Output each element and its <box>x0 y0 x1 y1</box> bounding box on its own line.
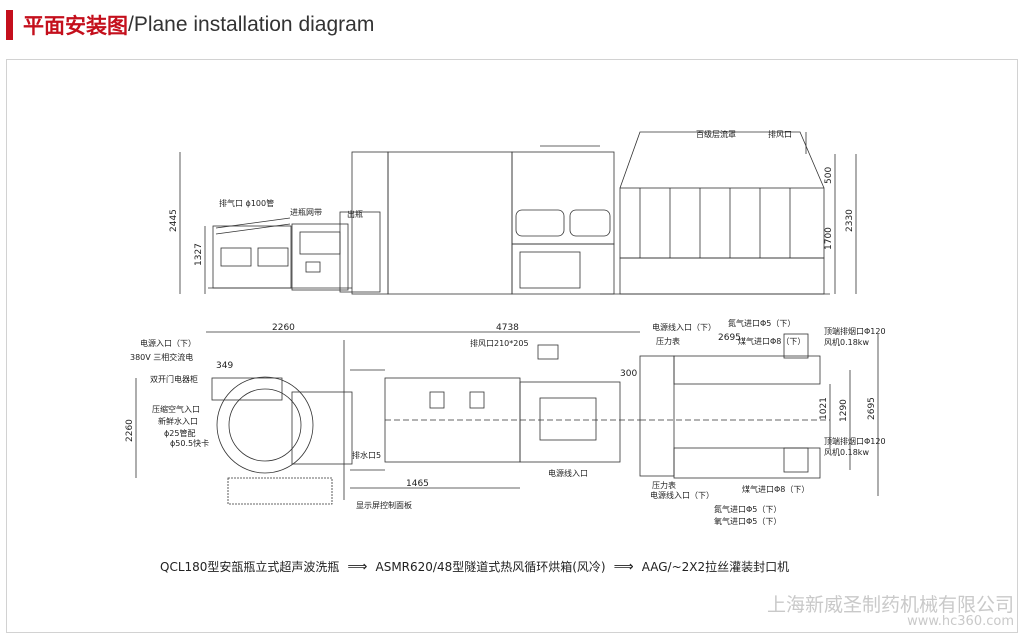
caption-arrow-icon: ⟹ <box>613 558 634 575</box>
label-power-in-r-bot: 电源线入口（下） <box>650 490 714 500</box>
label-power-in-left: 电源入口（下） <box>140 338 196 348</box>
watermark-url: www.hc360.com <box>907 614 1014 629</box>
label-n2-bot: 氮气进口Φ5（下） <box>714 504 781 514</box>
caption-machine-2: ASMR620/48型隧道式热风循环烘箱(风冷) <box>375 560 606 574</box>
label-laminar-hood: 百级层流罩 <box>696 129 736 139</box>
dim-w2260: 2260 <box>272 323 295 333</box>
dim-w2695: 2695 <box>718 333 741 343</box>
washer-turntable <box>216 376 314 474</box>
label-exhaust-pipe: 排气口 ϕ100管 <box>219 198 274 208</box>
washer-mid-window <box>299 231 341 255</box>
dim-w1465: 1465 <box>406 479 429 489</box>
oven-window-2 <box>569 209 611 237</box>
label-door-panel: 双开门电器柜 <box>150 374 198 384</box>
label-feed-mesh: 进瓶网带 <box>290 207 322 217</box>
washer-panel-2 <box>257 247 289 267</box>
dim-h1290: 1290 <box>839 399 849 422</box>
label-display: 显示屏控制面板 <box>356 500 412 510</box>
dim-h1021: 1021 <box>819 397 829 420</box>
elevation-view: 排气口 ϕ100管 进瓶网带 出瓶 百级层流罩 排风口 2445 1327 50… <box>169 129 857 295</box>
washer-top-block <box>211 377 283 401</box>
dim-1700: 1700 <box>824 227 834 250</box>
caption-machine-3: AAG/~2X2拉丝灌装封口机 <box>641 560 790 574</box>
oven-plan-chamber <box>539 397 597 441</box>
oven-window-1 <box>515 209 565 237</box>
page-title-cn: 平面安装图 <box>23 14 128 38</box>
label-fan-top: 风机0.18kw <box>824 337 869 347</box>
oven-tower-left <box>351 151 389 295</box>
label-top-exhaust-bot: 顶端排烟口Φ120 <box>824 436 886 446</box>
label-power-in-mid: 电源线入口 <box>548 468 588 478</box>
washer-body <box>212 225 292 289</box>
washer-feed-line <box>215 217 291 229</box>
washer-bottom-grid <box>227 477 333 505</box>
dim-h2260: 2260 <box>125 419 135 442</box>
label-coal-top: 煤气进口Φ8（下） <box>738 336 805 346</box>
filler-base <box>619 257 825 295</box>
dim-w349: 349 <box>216 361 233 371</box>
filler-cabinet <box>619 187 825 259</box>
dim-2445: 2445 <box>169 209 179 232</box>
label-air-in: 压缩空气入口 <box>152 404 200 414</box>
label-pressure-top: 压力表 <box>656 336 680 346</box>
page-title-en: /Plane installation diagram <box>128 13 375 36</box>
header-accent-bar <box>6 10 13 40</box>
label-fan-bot: 风机0.18kw <box>824 447 869 457</box>
label-pressure-bot: 压力表 <box>652 480 676 490</box>
page-header: 平面安装图 /Plane installation diagram <box>6 8 374 42</box>
laminar-hood <box>619 131 825 189</box>
label-exhaust-210: 排风口210*205 <box>470 338 529 348</box>
dim-h2695: 2695 <box>867 397 877 420</box>
label-top-exhaust-top: 顶端排烟口Φ120 <box>824 326 886 336</box>
washer-outlet-unit <box>339 211 381 293</box>
washer-mid-unit <box>291 223 349 291</box>
oven-plan-box-1 <box>429 391 445 409</box>
label-coal-bot: 煤气进口Φ8（下） <box>742 484 809 494</box>
oven-right-upper <box>511 151 615 245</box>
oven-body <box>387 151 513 295</box>
washer-feed-line-2 <box>215 223 291 235</box>
exhaust-port-210 <box>537 344 559 360</box>
label-n2-top: 氮气进口Φ5（下） <box>728 318 795 328</box>
oven-right-lower <box>511 243 615 295</box>
label-380v: 380V 三相交流电 <box>130 352 193 362</box>
label-o2-bot: 氧气进口Φ5（下） <box>714 516 781 526</box>
washer-plan-mid <box>291 391 353 465</box>
dim-2330: 2330 <box>845 209 855 232</box>
bot-fan <box>783 447 809 473</box>
top-fan <box>783 333 809 359</box>
dim-1327: 1327 <box>194 243 204 266</box>
oven-control-box <box>519 251 581 289</box>
washer-inner-ring <box>228 388 302 462</box>
washer-mid-box <box>305 261 321 273</box>
oven-plan-box-2 <box>469 391 485 409</box>
plan-view: 电源入口（下） 380V 三相交流电 双开门电器柜 压缩空气入口 新鲜水入口 ϕ… <box>125 318 886 526</box>
filler-plan-top-rail <box>673 355 821 385</box>
caption-arrow-icon: ⟹ <box>347 558 368 575</box>
label-outlet: 出瓶 <box>347 209 363 219</box>
dim-w4738: 4738 <box>496 323 519 333</box>
dim-500: 500 <box>824 167 834 184</box>
filler-plan-bot-rail <box>673 447 821 479</box>
watermark-company: 上海新威圣制药机械有限公司 <box>766 594 1014 616</box>
washer-panel <box>220 247 252 267</box>
label-water-in: 新鲜水入口 <box>158 416 198 426</box>
label-power-in-r-top: 电源线入口（下） <box>652 322 716 332</box>
oven-plan-right <box>519 381 621 463</box>
dim-w300: 300 <box>620 369 637 379</box>
filler-plan-left <box>639 355 675 477</box>
caption-machine-1: QCL180型安瓿瓶立式超声波洗瓶 <box>160 560 340 574</box>
process-caption: QCL180型安瓿瓶立式超声波洗瓶 ⟹ ASMR620/48型隧道式热风循环烘箱… <box>160 558 789 575</box>
label-pipe50: ϕ50.5快卡 <box>170 438 209 448</box>
label-exhaust-port: 排风口 <box>768 129 792 139</box>
label-pipe25: ϕ25管配 <box>164 428 195 438</box>
label-drain: 排水口5 <box>352 450 381 460</box>
